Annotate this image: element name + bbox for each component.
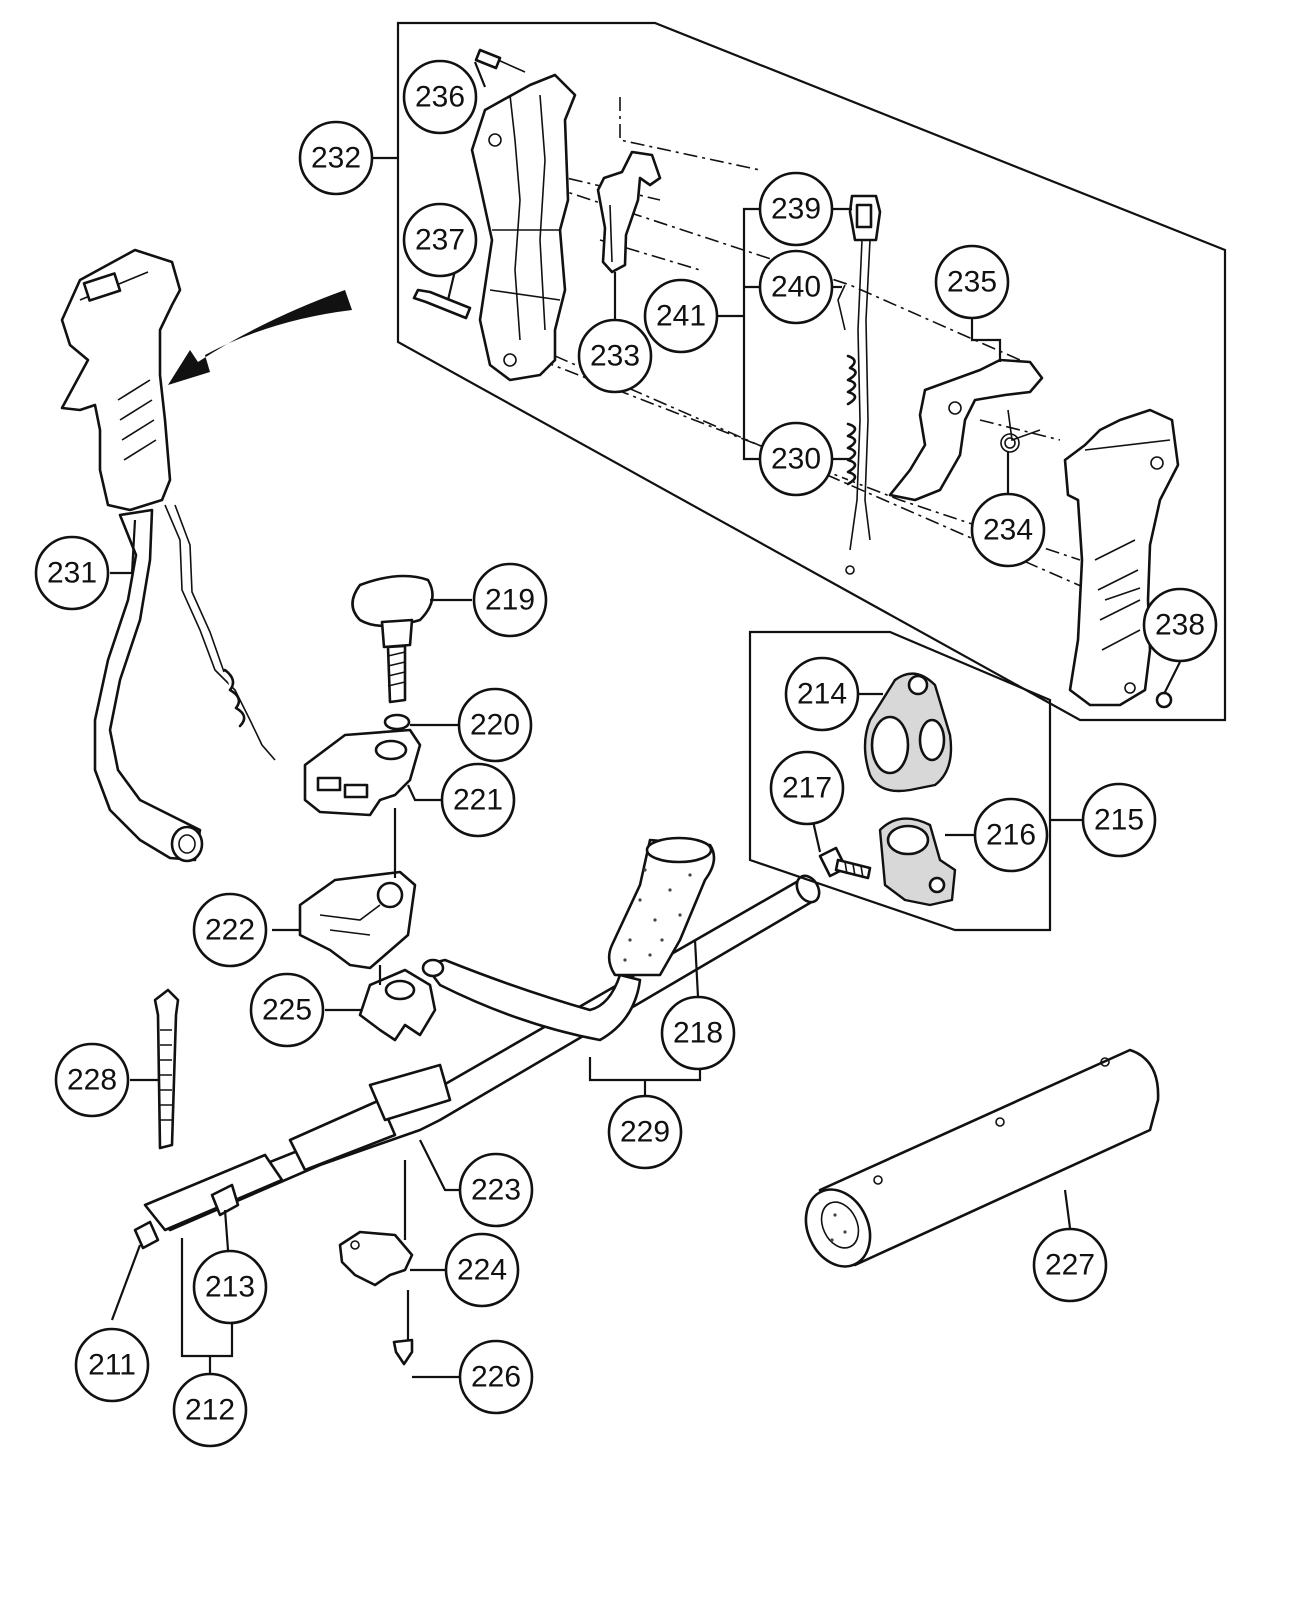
shaft-bracket bbox=[338, 1230, 414, 1287]
svg-text:230: 230 bbox=[771, 443, 821, 476]
svg-text:232: 232 bbox=[311, 142, 361, 175]
callout-212: 212 bbox=[172, 1372, 248, 1448]
spacer-plate bbox=[863, 672, 953, 793]
callout-223: 223 bbox=[458, 1152, 534, 1228]
svg-text:220: 220 bbox=[470, 709, 520, 742]
callout-229: 229 bbox=[607, 1094, 683, 1170]
svg-text:237: 237 bbox=[415, 224, 465, 257]
callout-239: 239 bbox=[758, 171, 834, 247]
svg-text:217: 217 bbox=[782, 772, 832, 805]
svg-text:228: 228 bbox=[67, 1064, 117, 1097]
svg-text:226: 226 bbox=[471, 1361, 521, 1394]
svg-text:234: 234 bbox=[983, 514, 1033, 547]
callout-211: 211 bbox=[74, 1327, 150, 1403]
throttle-trigger bbox=[888, 358, 1044, 502]
svg-text:233: 233 bbox=[590, 340, 640, 373]
svg-text:227: 227 bbox=[1045, 1249, 1095, 1282]
callout-235: 235 bbox=[934, 244, 1010, 320]
callout-226: 226 bbox=[458, 1339, 534, 1415]
callout-218: 218 bbox=[660, 995, 736, 1071]
clamp-knob-bolt bbox=[351, 574, 434, 704]
svg-text:211: 211 bbox=[88, 1349, 136, 1382]
throttle-lock-lever bbox=[596, 150, 662, 274]
svg-text:219: 219 bbox=[485, 584, 535, 617]
callout-233: 233 bbox=[577, 318, 653, 394]
callout-224: 224 bbox=[444, 1232, 520, 1308]
svg-text:218: 218 bbox=[673, 1017, 723, 1050]
svg-text:240: 240 bbox=[771, 271, 821, 304]
svg-text:236: 236 bbox=[415, 81, 465, 114]
callout-216: 216 bbox=[973, 797, 1049, 873]
svg-text:222: 222 bbox=[205, 914, 255, 947]
svg-text:241: 241 bbox=[656, 300, 706, 333]
shaft-foam-sleeve bbox=[804, 1048, 1160, 1268]
svg-text:235: 235 bbox=[947, 266, 997, 299]
callout-231: 231 bbox=[34, 535, 110, 611]
loop-handle-grip bbox=[607, 836, 716, 977]
callout-228: 228 bbox=[54, 1042, 130, 1118]
svg-text:238: 238 bbox=[1155, 609, 1205, 642]
clamp-upper bbox=[298, 870, 417, 970]
trigger-spring bbox=[1000, 409, 1041, 453]
callout-220: 220 bbox=[457, 687, 533, 763]
callout-237: 237 bbox=[402, 202, 478, 278]
callout-236: 236 bbox=[402, 59, 478, 135]
svg-text:231: 231 bbox=[47, 557, 97, 590]
svg-text:225: 225 bbox=[262, 994, 312, 1027]
callout-215: 215 bbox=[1081, 782, 1157, 858]
clamp-kit-box bbox=[748, 630, 1052, 932]
callout-234: 234 bbox=[970, 492, 1046, 568]
screw-236 bbox=[474, 48, 526, 73]
leader-lines bbox=[110, 61, 1181, 1379]
callout-238: 238 bbox=[1142, 587, 1218, 663]
callout-219: 219 bbox=[472, 562, 548, 638]
callout-214: 214 bbox=[784, 656, 860, 732]
callout-221: 221 bbox=[440, 762, 516, 838]
throttle-handle-assembly bbox=[60, 248, 276, 863]
svg-text:212: 212 bbox=[185, 1394, 235, 1427]
callout-217: 217 bbox=[769, 750, 845, 826]
svg-text:229: 229 bbox=[620, 1116, 670, 1149]
callout-222: 222 bbox=[192, 892, 268, 968]
screw-238 bbox=[1155, 691, 1173, 709]
callout-227: 227 bbox=[1032, 1227, 1108, 1303]
callout-241: 241 bbox=[643, 278, 719, 354]
svg-text:221: 221 bbox=[453, 784, 503, 817]
callout-225: 225 bbox=[249, 972, 325, 1048]
svg-text:216: 216 bbox=[986, 819, 1036, 852]
svg-text:213: 213 bbox=[205, 1271, 255, 1304]
svg-text:223: 223 bbox=[471, 1174, 521, 1207]
svg-text:239: 239 bbox=[771, 193, 821, 226]
loop-handle bbox=[421, 958, 642, 1042]
cable-tie bbox=[153, 988, 180, 1150]
callout-230: 230 bbox=[758, 421, 834, 497]
exploded-group-box bbox=[396, 21, 1227, 722]
assembly-direction-arrow bbox=[168, 290, 352, 385]
svg-text:215: 215 bbox=[1094, 804, 1144, 837]
clamp-bolt bbox=[818, 846, 872, 880]
bracket-screw bbox=[392, 1338, 414, 1366]
callout-213: 213 bbox=[192, 1249, 268, 1325]
svg-text:224: 224 bbox=[457, 1254, 507, 1287]
screw-237 bbox=[412, 288, 472, 320]
washer bbox=[383, 713, 411, 731]
tube-clamp bbox=[878, 817, 957, 907]
clamp-cover bbox=[303, 728, 422, 817]
svg-text:214: 214 bbox=[797, 678, 847, 711]
callout-232: 232 bbox=[298, 120, 374, 196]
handle-housing-outer bbox=[1063, 408, 1180, 707]
callouts: 211 212 213 214 215 216 217 218 219 220 … bbox=[34, 59, 1218, 1448]
handle-housing-half bbox=[470, 73, 577, 382]
clamp-base bbox=[358, 968, 437, 1042]
stop-switch-wiring bbox=[837, 194, 882, 575]
callout-240: 240 bbox=[758, 249, 834, 325]
